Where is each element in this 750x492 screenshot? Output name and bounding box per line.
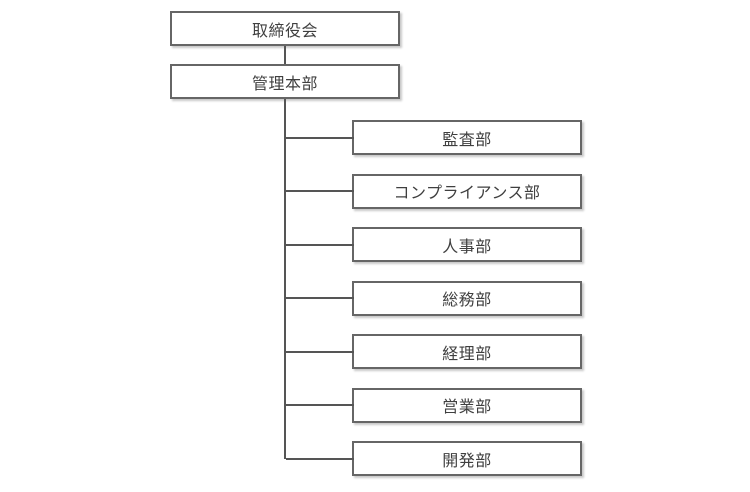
org-box-department-hr: 人事部 (286, 227, 582, 262)
org-box-department-development: 開発部 (286, 441, 582, 476)
org-box-department-accounting: 経理部 (286, 334, 582, 369)
org-box-department-general-affairs: 総務部 (286, 280, 582, 316)
org-box-board-label: 取締役会 (251, 22, 318, 40)
connector-branch-line (286, 243, 354, 246)
org-box-division: 管理本部 (170, 64, 400, 99)
connector-branch-line (286, 136, 354, 139)
connector-board-division-line (284, 46, 286, 65)
org-box-board: 取締役会 (170, 11, 400, 46)
org-box-department-sales: 営業部 (286, 387, 582, 423)
org-box-department-label: 経理部 (442, 345, 492, 363)
org-box-department-label: 監査部 (442, 131, 492, 149)
connector-branch-line (286, 404, 354, 406)
org-box-department-label: 総務部 (442, 292, 492, 309)
connector-trunk-line (284, 99, 286, 459)
connector-branch-line (286, 297, 354, 299)
org-box-department-label: コンプライアンス部 (393, 185, 541, 202)
org-box-division-label: 管理本部 (251, 75, 318, 93)
org-box-department-label: 開発部 (442, 452, 492, 470)
org-box-department-label: 営業部 (442, 399, 492, 416)
connector-branch-line (286, 457, 354, 460)
connector-branch-line (286, 190, 354, 192)
org-box-department-compliance: コンプライアンス部 (286, 173, 582, 209)
org-box-department-label: 人事部 (442, 238, 492, 256)
connector-branch-line (286, 350, 354, 353)
org-box-department-audit: 監査部 (286, 120, 582, 155)
